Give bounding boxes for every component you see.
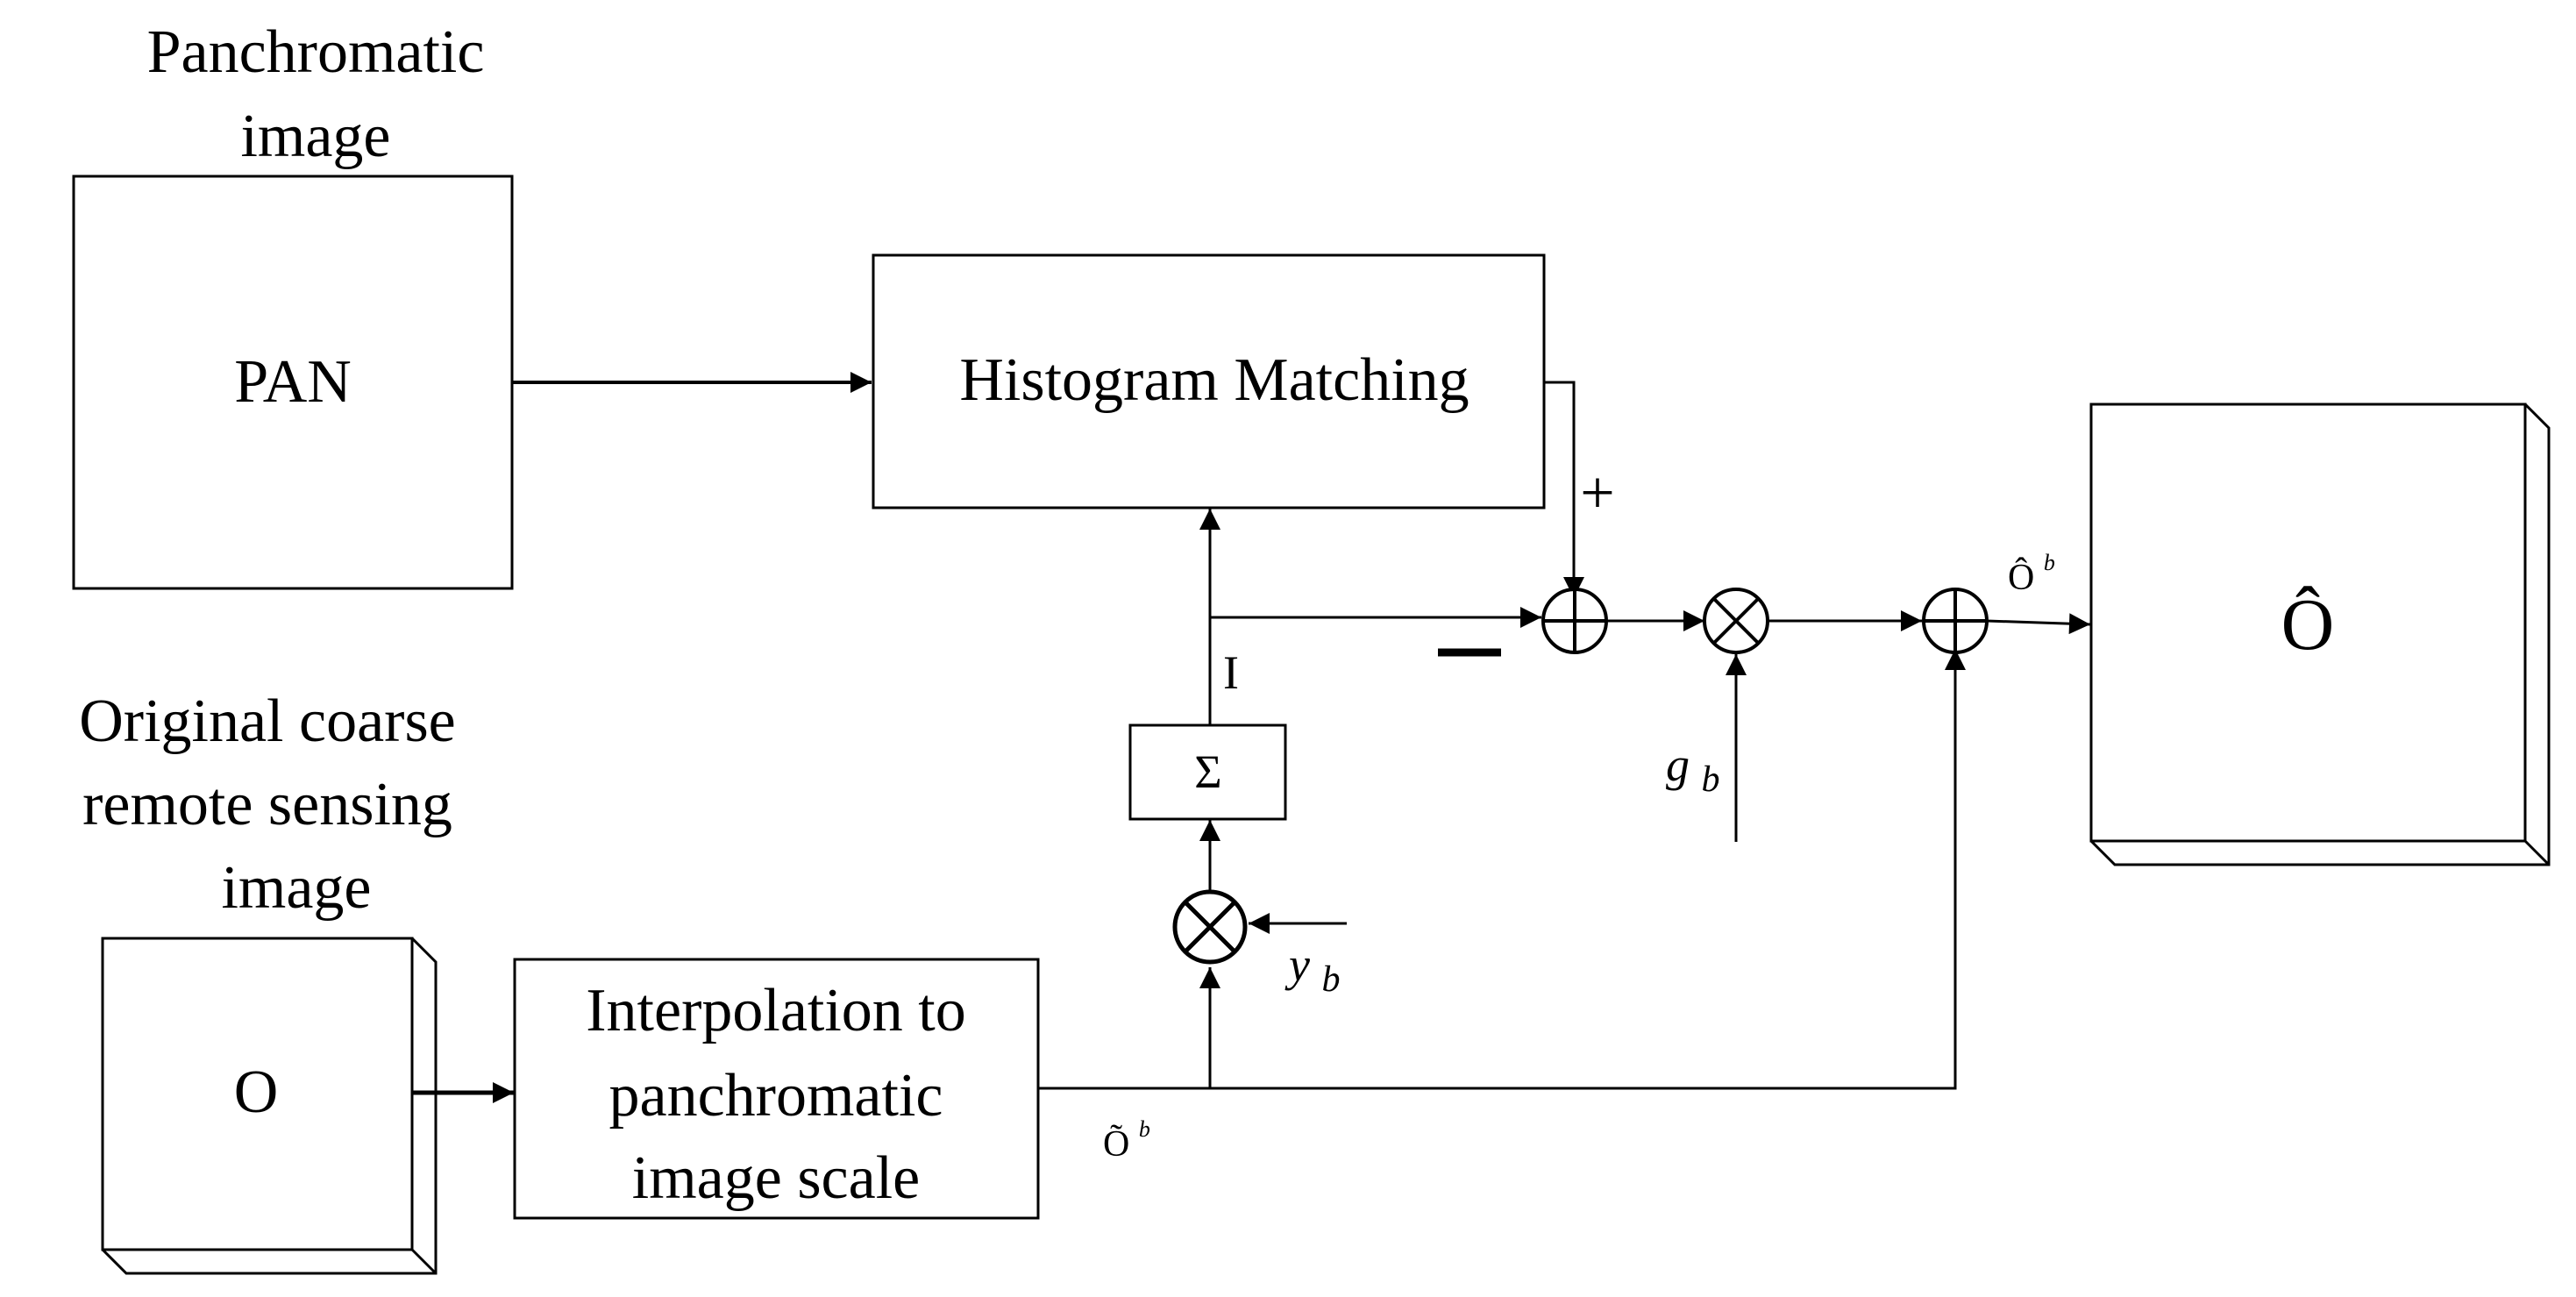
yb-symbol: y	[1284, 938, 1310, 991]
original-image-cube	[101, 937, 438, 1275]
histogram-matching-label: Histogram Matching	[959, 346, 1469, 414]
yb-subscript: b	[1321, 959, 1340, 1000]
orig-caption-line2: remote sensing	[82, 771, 452, 838]
gb-label: g b	[1666, 738, 1720, 800]
pan-caption-line1: Panchromatic	[147, 18, 485, 86]
adder-difference	[1541, 588, 1608, 654]
original-image-label: O	[234, 1058, 279, 1126]
o-tilde-sup: b	[1139, 1116, 1150, 1142]
interpolation-label-line2: panchromatic	[609, 1062, 943, 1130]
output-image-cube	[2089, 403, 2551, 866]
arrow-final-to-output	[1986, 613, 2091, 635]
o-hat-base: Ô	[2008, 557, 2034, 598]
intensity-label: I	[1223, 646, 1239, 699]
o-tilde-label: Õ b	[1103, 1116, 1150, 1165]
gb-symbol: g	[1666, 738, 1690, 791]
pan-box	[72, 175, 514, 590]
interpolation-label-line3: image scale	[632, 1144, 920, 1212]
line-histogram-to-adder	[1544, 381, 1584, 598]
multiplier-gb	[1703, 588, 1769, 654]
pan-caption-line2: image	[240, 103, 390, 170]
interpolation-box	[513, 958, 1040, 1220]
multiplier-yb	[1172, 889, 1248, 965]
o-hat-sup: b	[2044, 550, 2055, 575]
plus-sign: +	[1580, 460, 1614, 527]
output-image-label: Ô	[2281, 584, 2335, 666]
line-interpolated-bus	[1038, 649, 1966, 1090]
sum-label: Σ	[1194, 745, 1221, 798]
yb-label: y b	[1284, 938, 1340, 1000]
adder-final	[1922, 588, 1989, 654]
histogram-matching-box	[872, 253, 1546, 510]
sum-box	[1128, 723, 1287, 821]
gb-subscript: b	[1702, 759, 1720, 800]
o-tilde-base: Õ	[1103, 1124, 1129, 1165]
orig-caption-line3: image	[221, 854, 371, 922]
o-hat-label: Ô b	[2008, 550, 2055, 598]
pan-box-label: PAN	[234, 348, 352, 416]
orig-caption-line1: Original coarse	[79, 688, 456, 755]
interpolation-label-line1: Interpolation to	[586, 977, 966, 1044]
